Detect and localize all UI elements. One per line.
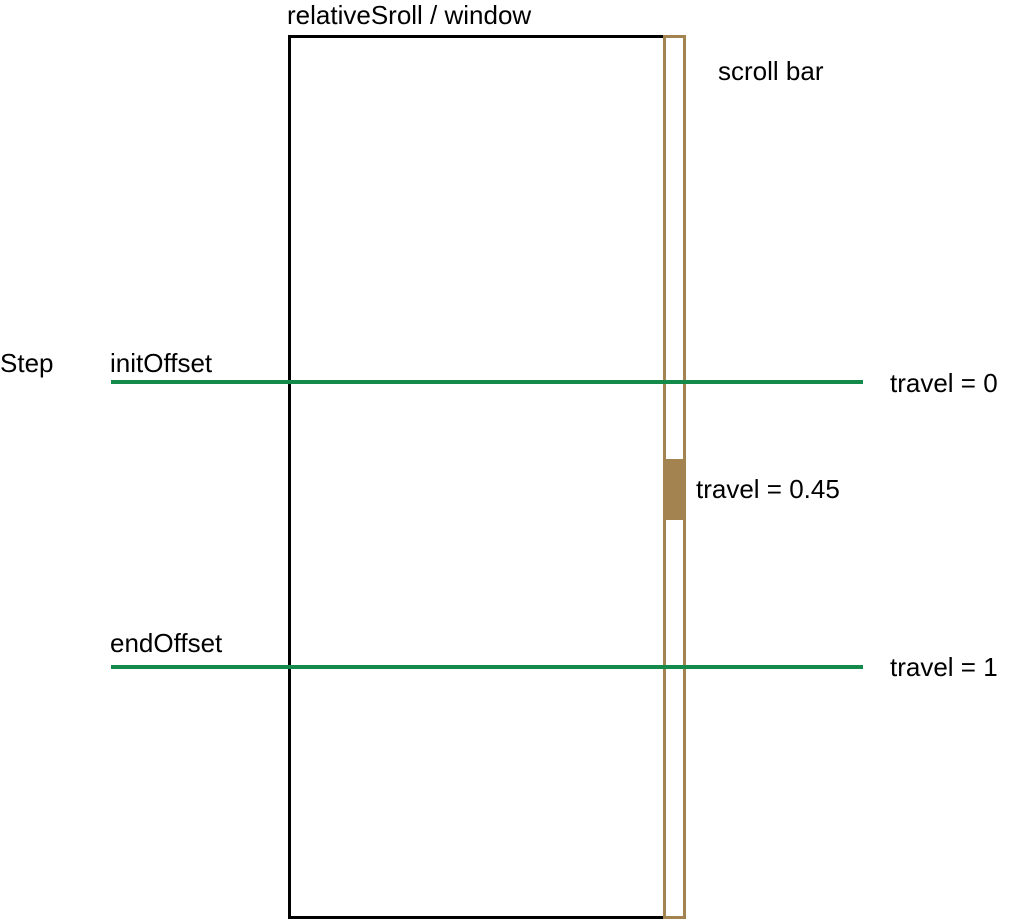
- end-offset-label: endOffset: [110, 628, 223, 658]
- init-offset-label: initOffset: [110, 348, 213, 378]
- init-offset-line: [111, 380, 863, 384]
- step-label: Step: [0, 348, 54, 378]
- travel-current-label: travel = 0.45: [696, 474, 840, 504]
- window-title: relativeSroll / window: [287, 0, 532, 30]
- end-offset-line: [111, 665, 863, 669]
- travel-start-label: travel = 0: [890, 368, 998, 398]
- window-frame: [288, 35, 666, 919]
- scrollbar-label: scroll bar: [718, 56, 824, 86]
- scrollbar-thumb[interactable]: [663, 459, 686, 520]
- travel-end-label: travel = 1: [890, 652, 998, 682]
